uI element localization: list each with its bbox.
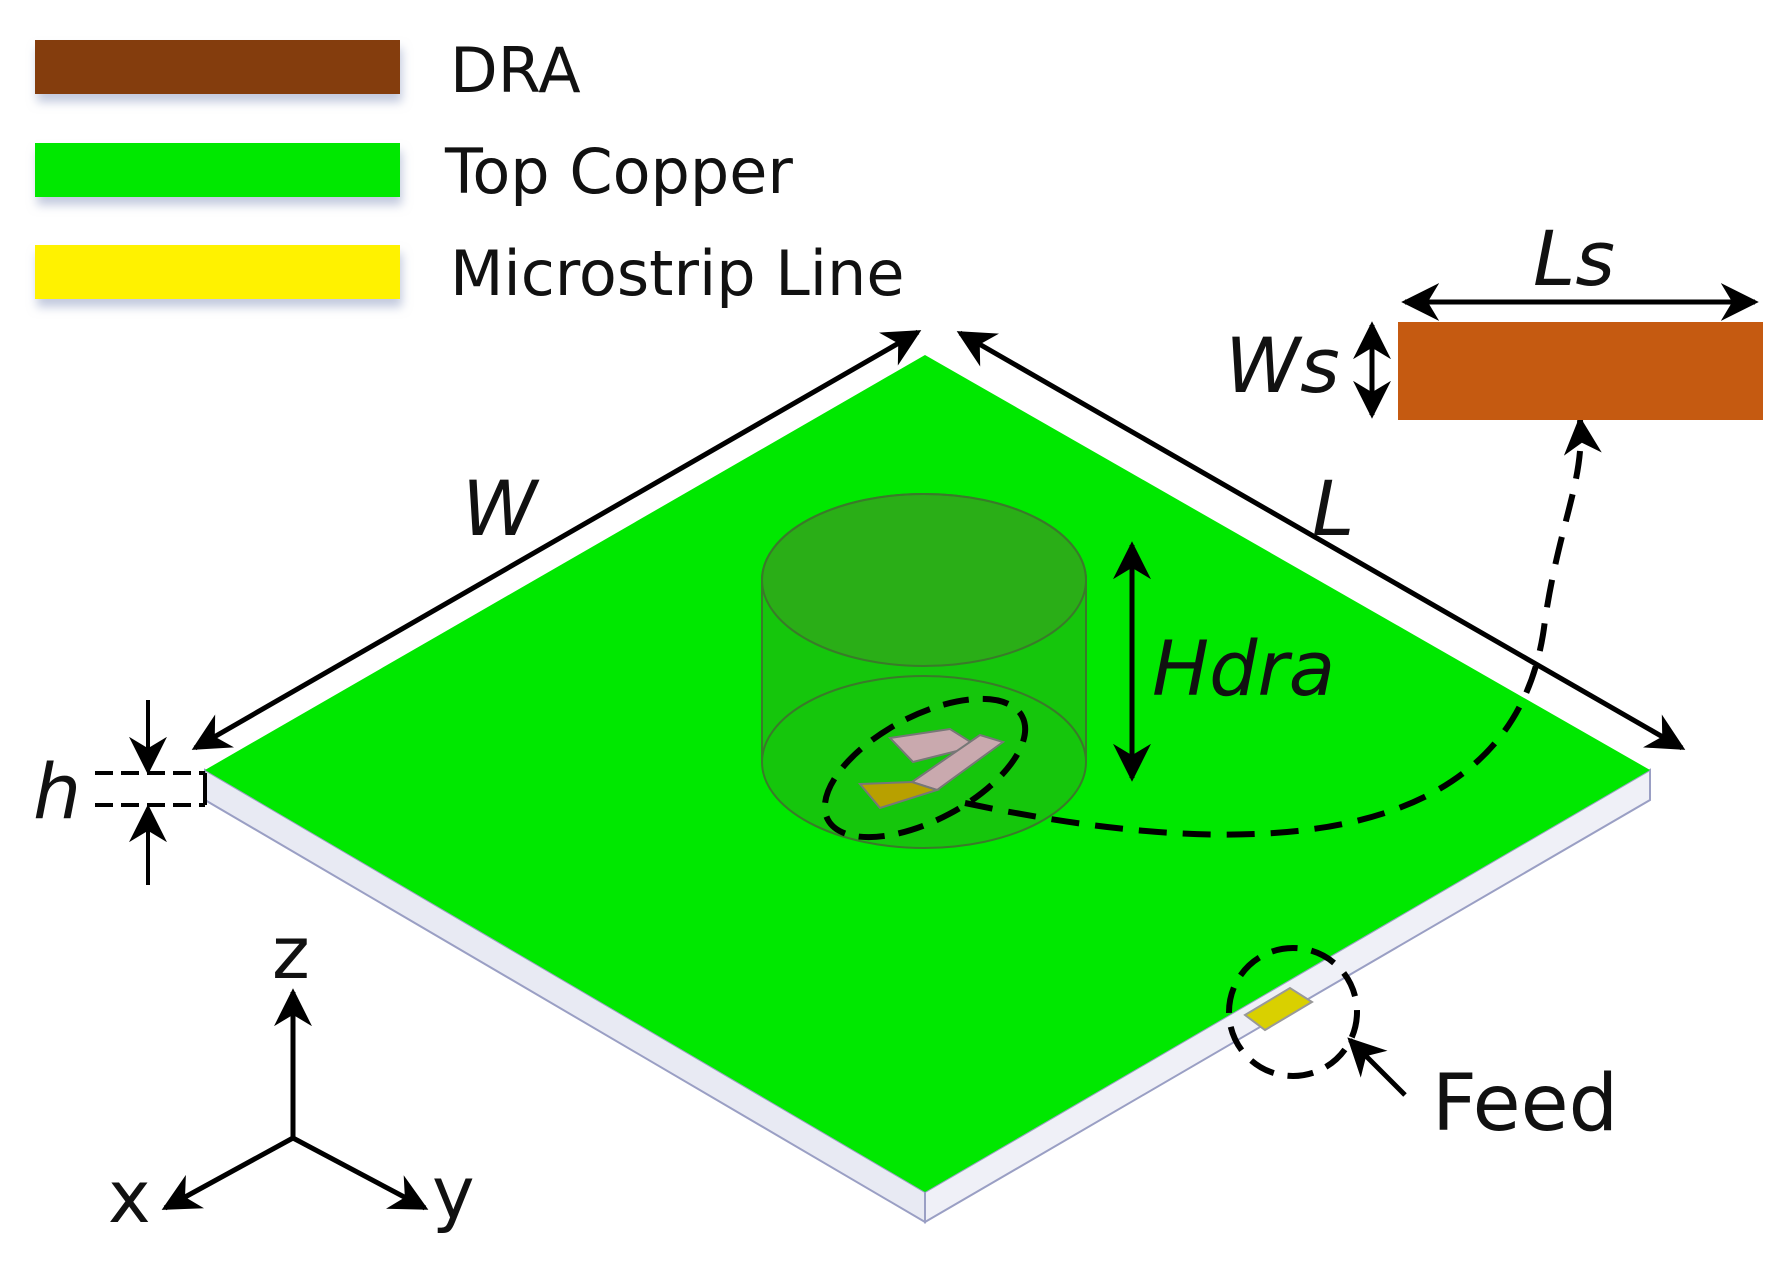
feed-label: Feed [1432, 1059, 1618, 1149]
h-dimension [95, 700, 207, 885]
w-dimension-arrow [191, 329, 922, 751]
z-axis-label: z [272, 911, 310, 995]
legend-swatch-microstrip-line [35, 245, 400, 299]
hdra-label: Hdra [1152, 624, 1335, 713]
y-axis-label: y [432, 1151, 475, 1235]
feed-microstrip [1243, 986, 1314, 1032]
y-axis [291, 1135, 429, 1211]
slot-zoom-rectangle [1398, 322, 1763, 420]
coordinate-axes [161, 988, 429, 1211]
legend-swatch-dra [35, 40, 400, 94]
x-axis [161, 1135, 295, 1211]
legend-label-microstrip-line: Microstrip Line [450, 237, 904, 310]
ws-label: Ws [1225, 321, 1340, 410]
ls-label: Ls [1533, 214, 1615, 303]
h-label: h [33, 747, 81, 836]
x-axis-label: x [108, 1155, 151, 1239]
feed-pointer-arrow [1347, 1037, 1407, 1097]
slot-yellow-part [857, 780, 941, 810]
legend-label-top-copper: Top Copper [444, 135, 793, 208]
feed-highlight-circle [1226, 945, 1360, 1079]
l-dimension-arrow [956, 330, 1686, 751]
legend-swatch-top-copper [35, 143, 400, 197]
legend-label-dra: DRA [450, 34, 581, 107]
l-label: L [1312, 464, 1354, 553]
dra-cylinder-top [761, 493, 1087, 667]
legend: DRA Top Copper Microstrip Line [35, 34, 904, 310]
w-label: W [462, 464, 540, 553]
